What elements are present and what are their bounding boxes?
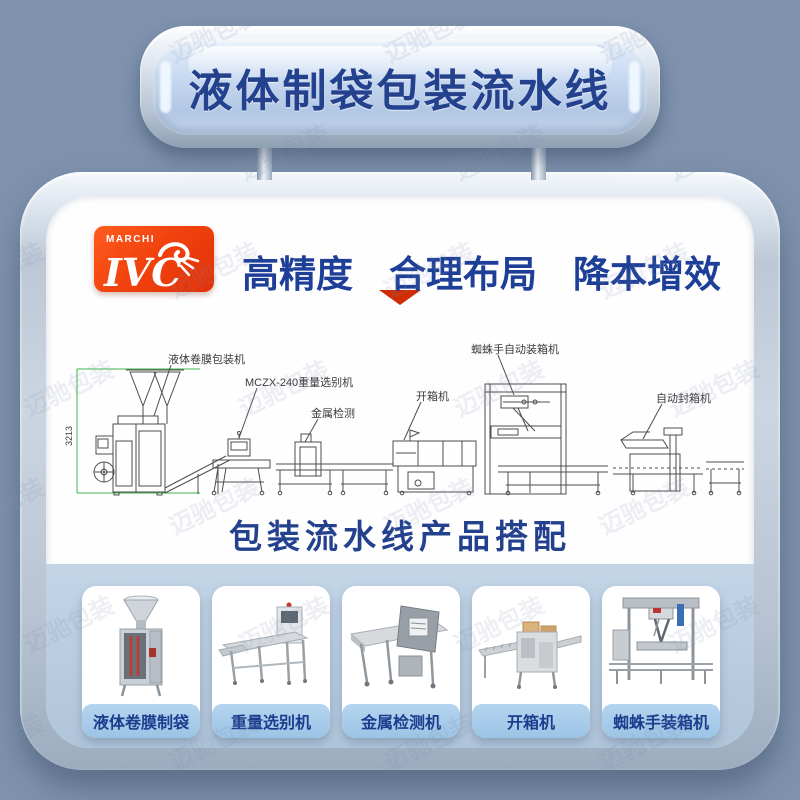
brand-logo-ribbon-fold: [379, 290, 421, 305]
label-case-sealer: 自动封箱机: [656, 391, 711, 405]
label-spider-packer: 蜘蛛手自动装箱机: [471, 342, 559, 356]
main-card-inner: MARCHI IVC 高精度 合理布局 降本增效: [46, 196, 754, 748]
product-card-vffs[interactable]: 液体卷膜制袋: [82, 586, 200, 738]
product-label-vffs: 液体卷膜制袋: [82, 704, 200, 738]
product-card-spider-packer[interactable]: 蜘蛛手装箱机: [602, 586, 720, 738]
label-case-opener: 开箱机: [416, 389, 449, 403]
dimension-bracket: [76, 368, 200, 494]
product-photo-spider-packer: [602, 586, 720, 704]
spider-packer-drawing: [484, 383, 567, 495]
main-card: MARCHI IVC 高精度 合理布局 降本增效: [20, 172, 780, 770]
brand-logo: MARCHI IVC: [94, 226, 214, 294]
connecting-conveyor-drawing: [336, 463, 393, 496]
brand-logo-small-text: MARCHI: [106, 234, 155, 245]
headline-part-2: 合理布局: [389, 254, 537, 295]
product-photo-case-opener: [472, 586, 590, 704]
banner-highlight-right: [629, 61, 640, 113]
product-card-metal-detector[interactable]: 金属检测机: [342, 586, 460, 738]
product-label-checkweigher: 重量选别机: [212, 704, 330, 738]
brand-logo-glyph: IVC: [103, 242, 200, 294]
product-photo-metal-detector: [342, 586, 460, 704]
headline: 高精度 合理布局 降本增效: [242, 244, 721, 298]
product-card-case-opener[interactable]: 开箱机: [472, 586, 590, 738]
page-title: 液体制袋包装流水线: [188, 67, 612, 116]
packing-line-diagram: 液体卷膜包装机 MCZX-240重量选别机 金属检测 开箱机 蜘蛛手自动装箱机 …: [64, 342, 744, 496]
headline-part-1: 高精度: [242, 254, 353, 295]
svg-text:IVC: IVC: [103, 250, 182, 294]
headline-part-3: 降本增效: [573, 254, 721, 295]
product-label-spider-packer: 蜘蛛手装箱机: [602, 704, 720, 738]
product-card-checkweigher[interactable]: 重量选别机: [212, 586, 330, 738]
product-photo-vffs: [82, 586, 200, 704]
title-banner-pill: 液体制袋包装流水线: [153, 39, 647, 135]
metal-detector-drawing: [276, 433, 336, 496]
incline-conveyor-drawing: [164, 455, 231, 494]
vffs-machine-drawing: [93, 369, 184, 496]
label-vffs: 液体卷膜包装机: [168, 352, 245, 366]
dimension-value: 3213: [64, 426, 74, 446]
product-label-metal-detector: 金属检测机: [342, 704, 460, 738]
label-checkweigher: MCZX-240重量选别机: [245, 375, 353, 389]
gantry-conveyor-drawing: [498, 465, 608, 496]
case-opener-drawing: [392, 429, 477, 496]
section-subtitle: 包装流水线产品搭配: [229, 518, 571, 555]
product-photo-checkweigher: [212, 586, 330, 704]
leader-lines: [153, 354, 663, 443]
banner-leg-left: [257, 146, 272, 180]
banner-highlight-left: [160, 61, 171, 113]
exit-conveyor-drawing: [706, 461, 744, 496]
case-sealer-drawing: [613, 427, 703, 496]
checkweigher-drawing: [211, 431, 271, 496]
banner-leg-right: [531, 146, 546, 180]
label-metal-detector: 金属检测: [311, 406, 355, 420]
title-banner: 液体制袋包装流水线: [140, 26, 660, 148]
product-label-case-opener: 开箱机: [472, 704, 590, 738]
